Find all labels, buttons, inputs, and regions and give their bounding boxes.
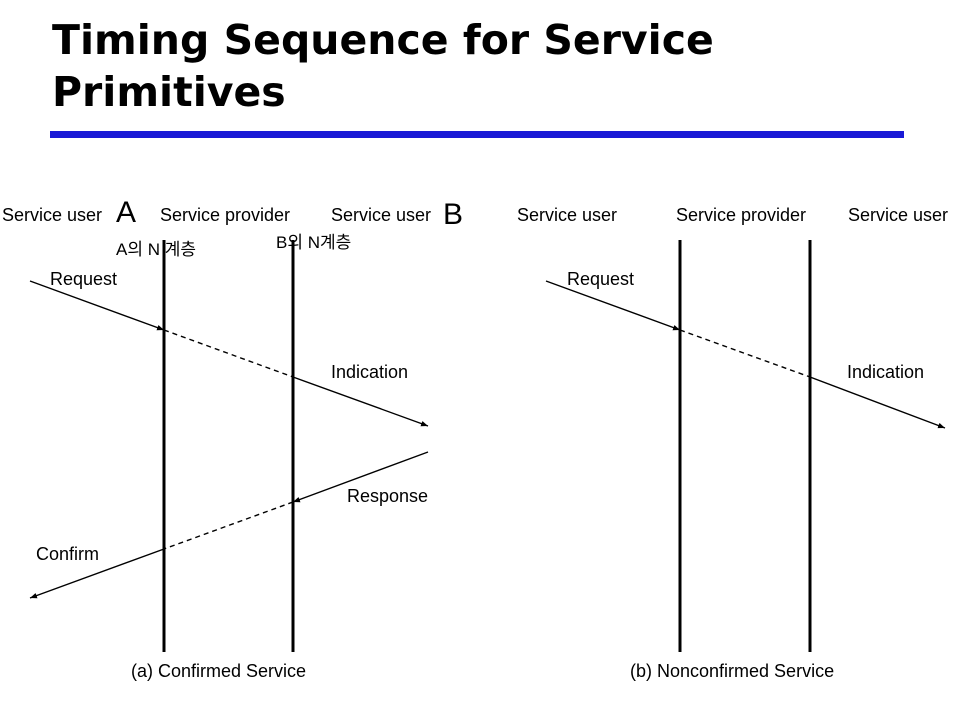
confirmed-caption: (a) Confirmed Service [131,661,306,681]
response-label: Response [347,486,428,506]
response-arrow [292,451,429,503]
col-user-a-label: Service user [517,205,617,225]
col-user-b-label: Service user [848,205,948,225]
col-user-b-label: Service user [331,205,431,225]
col-provider-label: Service provider [160,205,290,225]
layer-a-label: A의 N 계층 [116,240,196,259]
col-user-a-label: Service user [2,205,102,225]
indication-arrow [809,376,946,429]
request-label: Request [567,269,634,289]
request-transit-line [163,329,294,378]
indication-label: Indication [847,362,924,382]
confirm-label: Confirm [36,544,99,564]
user-a-marker: A [116,196,136,229]
page-title: Timing Sequence for Service Primitives [52,16,714,116]
request-transit-line [679,329,811,378]
layer-b-label: B의 N계층 [276,233,351,252]
indication-label: Indication [331,362,408,382]
request-arrow [29,280,165,331]
col-provider-label: Service provider [676,205,806,225]
confirmed-service-diagram: Service user A Service provider Service … [2,196,463,681]
title-underline [50,131,904,138]
indication-arrow [292,376,429,427]
confirm-arrow [29,548,165,599]
nonconfirmed-caption: (b) Nonconfirmed Service [630,661,834,681]
user-b-marker: B [443,198,463,231]
nonconfirmed-service-diagram: Service user Service provider Service us… [517,205,948,681]
response-transit-line [163,501,294,550]
request-label: Request [50,269,117,289]
request-arrow [545,280,681,331]
